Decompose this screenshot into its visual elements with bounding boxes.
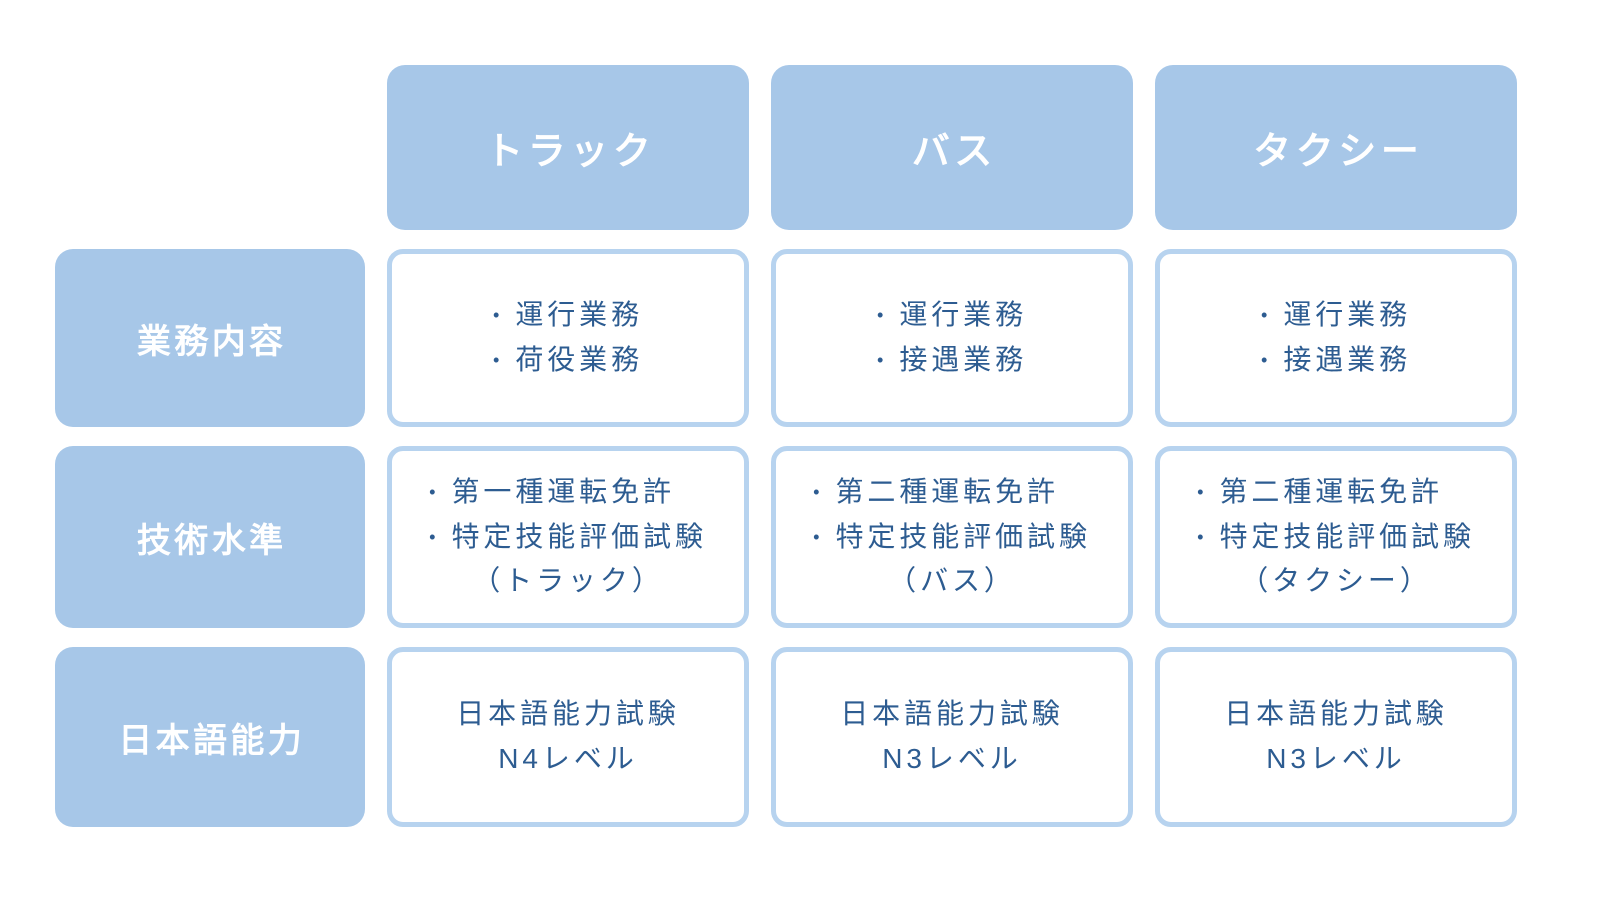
row-label-text: 業務内容 — [136, 322, 287, 361]
bullet-icon: • — [1197, 526, 1204, 547]
cell-line-text: 特定技能評価試験 — [451, 520, 707, 552]
cell-line-text: 接遇業務 — [1283, 344, 1412, 375]
bullet-icon: • — [876, 350, 884, 371]
list-item: • 第二種運転免許 — [1197, 470, 1475, 515]
list-item: • 運行業務 — [877, 293, 1027, 338]
cell-line-text: 運行業務 — [515, 299, 644, 331]
column-header-bus: バス — [771, 65, 1133, 230]
list-item: • 特定技能評価試験 — [429, 515, 707, 560]
bullet-icon: • — [429, 482, 436, 503]
bullet-icon: • — [492, 305, 500, 326]
list-item: • 運行業務 — [1261, 293, 1411, 338]
cell-line-text: 特定技能評価試験 — [1219, 520, 1475, 552]
column-header-label: バス — [911, 131, 997, 173]
cell-line-text: 運行業務 — [1283, 299, 1412, 331]
bullet-icon: • — [492, 350, 500, 371]
cell-taxi-japanese: 日本語能力試験 N3レベル — [1155, 647, 1517, 827]
list-item-continuation: （タクシー） — [1197, 559, 1475, 604]
bullet-icon: • — [813, 526, 820, 547]
cell-bus-skill: • 第二種運転免許 • 特定技能評価試験 （バス） — [771, 446, 1133, 628]
bullet-icon: • — [429, 526, 436, 547]
cell-truck-skill: • 第一種運転免許 • 特定技能評価試験 （トラック） — [387, 446, 749, 628]
list-item: • 接遇業務 — [1261, 338, 1411, 383]
column-header-taxi: タクシー — [1155, 65, 1517, 230]
cell-truck-work: • 運行業務 • 荷役業務 — [387, 249, 749, 427]
cell-bus-work: • 運行業務 • 接遇業務 — [771, 249, 1133, 427]
row-label-text: 技術水準 — [136, 521, 287, 560]
cell-line-text: （バス） — [888, 565, 1016, 597]
cell-line-text: （トラック） — [472, 565, 664, 597]
row-label-text: 日本語能力 — [118, 721, 306, 760]
list-item-continuation: （バス） — [813, 559, 1091, 604]
cell-line: 日本語能力試験 — [1224, 692, 1447, 737]
cell-line-text: 特定技能評価試験 — [835, 520, 1091, 552]
list-item: • 特定技能評価試験 — [1197, 515, 1475, 560]
list-item: • 特定技能評価試験 — [813, 515, 1091, 560]
bullet-icon: • — [813, 482, 820, 503]
comparison-table: トラック バス タクシー 業務内容 • 運行業務 • 荷役業務 • 運行業務 • 接遇業… — [55, 65, 1517, 827]
cell-line-text: 第二種運転免許 — [1219, 475, 1443, 507]
column-header-label: トラック — [485, 131, 656, 173]
column-header-label: タクシー — [1253, 131, 1424, 173]
cell-line-text: （タクシー） — [1240, 565, 1432, 597]
row-label-work-content: 業務内容 — [55, 249, 365, 427]
list-item-continuation: （トラック） — [429, 559, 707, 604]
cell-line-text: N3レベル — [1266, 743, 1406, 774]
cell-line: N4レベル — [456, 737, 679, 782]
row-label-japanese-ability: 日本語能力 — [55, 647, 365, 827]
row-label-skill-level: 技術水準 — [55, 446, 365, 628]
cell-line-text: 第二種運転免許 — [835, 475, 1059, 507]
cell-line-text: 日本語能力試験 — [1224, 698, 1448, 730]
cell-taxi-skill: • 第二種運転免許 • 特定技能評価試験 （タクシー） — [1155, 446, 1517, 628]
cell-line-text: N3レベル — [882, 743, 1022, 774]
cell-truck-japanese: 日本語能力試験 N4レベル — [387, 647, 749, 827]
cell-line-text: 荷役業務 — [515, 344, 644, 375]
cell-line-text: 運行業務 — [899, 299, 1028, 331]
list-item: • 第一種運転免許 — [429, 470, 707, 515]
cell-line-text: 日本語能力試験 — [840, 698, 1064, 730]
empty-corner — [55, 65, 365, 230]
column-header-truck: トラック — [387, 65, 749, 230]
cell-line: 日本語能力試験 — [840, 692, 1063, 737]
list-item: • 荷役業務 — [493, 338, 643, 383]
cell-line-text: N4レベル — [498, 743, 638, 774]
cell-line-text: 日本語能力試験 — [456, 698, 680, 730]
cell-bus-japanese: 日本語能力試験 N3レベル — [771, 647, 1133, 827]
cell-line-text: 接遇業務 — [899, 344, 1028, 375]
cell-line-text: 第一種運転免許 — [451, 475, 675, 507]
list-item: • 第二種運転免許 — [813, 470, 1091, 515]
bullet-icon: • — [1260, 305, 1268, 326]
cell-line: N3レベル — [1224, 737, 1447, 782]
bullet-icon: • — [1197, 482, 1204, 503]
list-item: • 運行業務 — [493, 293, 643, 338]
cell-taxi-work: • 運行業務 • 接遇業務 — [1155, 249, 1517, 427]
bullet-icon: • — [876, 305, 884, 326]
cell-line: N3レベル — [840, 737, 1063, 782]
cell-line: 日本語能力試験 — [456, 692, 679, 737]
bullet-icon: • — [1260, 350, 1268, 371]
list-item: • 接遇業務 — [877, 338, 1027, 383]
